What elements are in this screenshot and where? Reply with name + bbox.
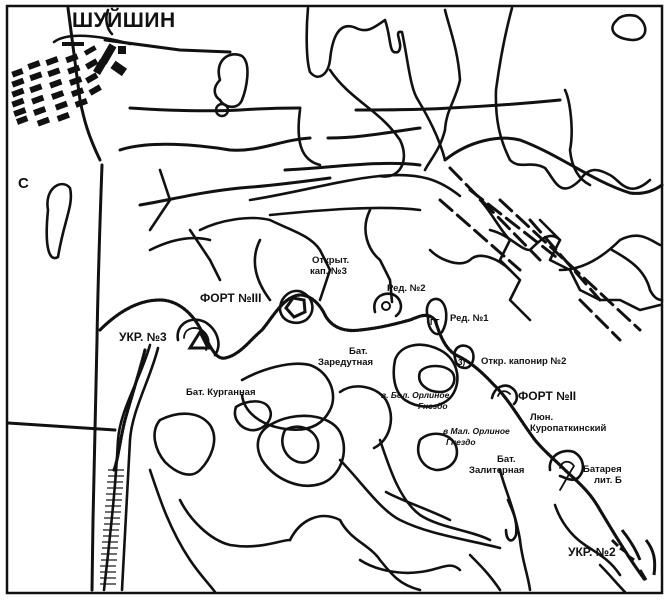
bat-zaredutnaya-label-line2: Заредутная [318,357,374,368]
lake-north [213,53,249,109]
fort-3-symbol [176,318,220,357]
ukr-3-label: УКР. №3 [119,330,167,344]
open-caponier-3-label-line2: кап. №3 [310,266,347,277]
redoubt-1-symbol: ГТ [425,297,448,336]
big-eagle-nest-label-line1: в. Бол. Орлиное [381,390,450,400]
fort-3-label: ФОРТ №III [200,291,262,305]
road-southwest [6,421,117,432]
bat-zaredutnaya-label-line1: Бат. [349,346,368,357]
town-name-label: ШУЙШИН [72,9,176,32]
town-blocks [11,42,128,127]
battery-b-label-line1: Батарея [583,464,622,475]
redoubt-1-label: Ред. №1 [450,313,489,324]
map-border [5,4,664,595]
bat-kurgannaya-label: Бат. Курганная [186,387,256,398]
small-eagle-nest-label-line1: в Мал. Орлиное [443,426,510,436]
lake-northeast [611,13,647,42]
battery-b-symbol [548,449,585,491]
open-caponier-2-symbol: 3) [453,344,475,370]
compass-north-marker: С [18,175,29,192]
svg-text:ГТ: ГТ [430,318,440,327]
ravine-west [102,343,152,592]
fort-III-symbol [278,289,314,324]
fort-II-symbol [490,384,519,406]
kuropatkin-lunette-label-line2: Куропаткинский [530,423,607,434]
ridge-north [305,6,447,162]
big-eagle-nest-label-line2: Гнездо [418,401,448,411]
open-caponier-3-label-line1: Открыт. [312,255,350,266]
bat-zalitersk-label-line2: Залитерная [469,465,525,476]
lake-west [45,182,73,260]
open-caponier-2-label: Откр. капонир №2 [481,356,567,367]
defense-line [98,293,647,582]
fort-2-label: ФОРТ №II [518,389,577,403]
battery-b-label-line2: лит. Б [594,475,622,486]
railway-hatching [100,469,124,585]
bat-zalitersk-label-line1: Бат. [497,454,516,465]
redoubt-2-symbol [373,292,403,318]
ukr-2-label: УКР. №2 [568,545,616,559]
svg-text:3): 3) [458,358,465,367]
defense-line-west [112,348,147,472]
kuropatkin-lunette-label-line1: Люн. [530,412,554,423]
ukr-2-symbol [610,529,657,581]
redoubt-2-label: Ред. №2 [387,283,426,294]
road-north [66,6,102,162]
small-eagle-nest-label-line2: Гнездо [446,437,476,447]
road-west [90,163,104,592]
